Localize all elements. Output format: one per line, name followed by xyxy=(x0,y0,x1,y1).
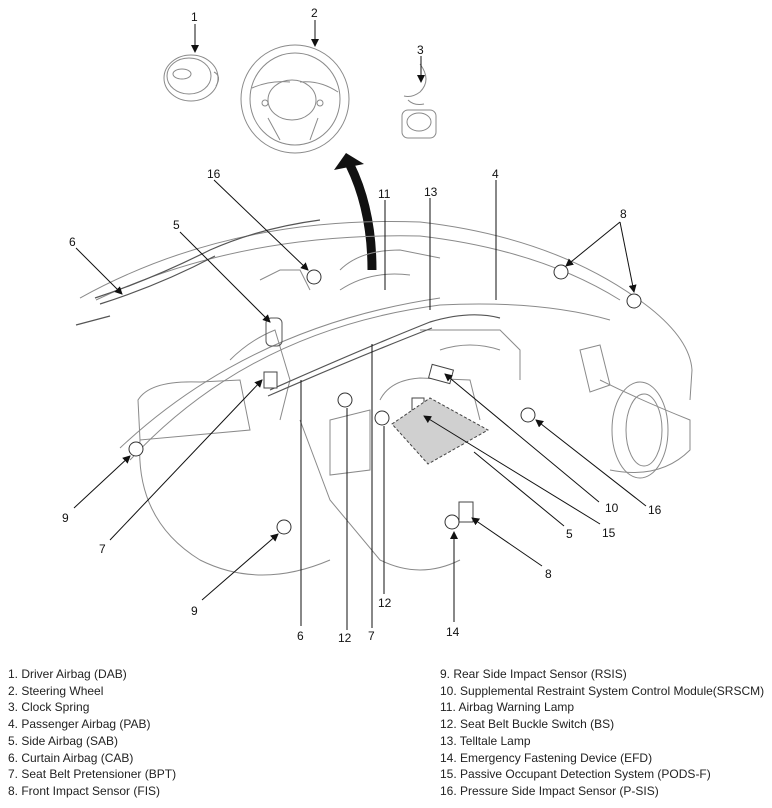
sensor-marker-12b xyxy=(374,410,390,426)
legend-item: 6. Curtain Airbag (CAB) xyxy=(8,750,134,765)
callout-12b: 12 xyxy=(378,596,392,610)
steering-wheel-arrowhead xyxy=(334,153,364,170)
callout-16a: 16 xyxy=(207,167,221,181)
callout-3: 3 xyxy=(417,43,424,57)
callout-16b: 16 xyxy=(648,503,662,517)
sensor-marker-9a xyxy=(128,441,144,457)
legend-item: 11. Airbag Warning Lamp xyxy=(440,700,575,715)
callout-11: 11 xyxy=(378,187,391,201)
curtain-airbag-drawing xyxy=(75,219,501,397)
sensor-marker-16 xyxy=(306,269,322,285)
legend-item: 14. Emergency Fastening Device (EFD) xyxy=(440,750,653,765)
legend-left: 1. Driver Airbag (DAB) 2. Steering Wheel… xyxy=(8,666,176,800)
legend-right: 9. Rear Side Impact Sensor (RSIS) 10. Su… xyxy=(440,666,764,800)
leader-lines xyxy=(73,20,647,630)
sensor-marker-9b xyxy=(276,519,292,535)
sensor-marker-8a xyxy=(553,264,569,280)
callout-12a: 12 xyxy=(338,631,352,645)
callout-4: 4 xyxy=(492,167,499,181)
impact-sensor-drawing xyxy=(458,501,474,523)
callout-7b: 7 xyxy=(368,629,375,643)
legend-item: 4. Passenger Airbag (PAB) xyxy=(8,717,151,732)
legend-item: 2. Steering Wheel xyxy=(8,683,104,698)
side-airbag-drawing xyxy=(265,317,283,347)
callout-8a: 8 xyxy=(620,207,627,221)
legend-item: 1. Driver Airbag (DAB) xyxy=(8,667,127,681)
legend-item: 15. Passive Occupant Detection System (P… xyxy=(440,767,711,782)
legend-item: 10. Supplemental Restraint System Contro… xyxy=(440,683,765,698)
callout-6b: 6 xyxy=(297,629,304,643)
callout-7a: 7 xyxy=(99,542,106,556)
legend-item: 3. Clock Spring xyxy=(8,700,90,715)
driver-airbag-drawing xyxy=(163,54,220,102)
legend-item: 7. Seat Belt Pretensioner (BPT) xyxy=(8,767,177,782)
sensor-markers xyxy=(128,264,642,535)
callout-13: 13 xyxy=(424,185,438,199)
callout-10: 10 xyxy=(605,501,619,515)
callout-8b: 8 xyxy=(545,567,552,581)
srs-component-diagram: 1 2 3 16 11 13 4 8 5 6 9 7 9 6 12 7 12 1… xyxy=(62,6,693,645)
sensor-marker-14 xyxy=(444,514,460,530)
callout-14: 14 xyxy=(446,625,460,639)
clock-spring-drawing xyxy=(401,63,437,139)
callout-9b: 9 xyxy=(191,604,198,618)
srscm-drawing xyxy=(427,363,455,385)
callout-5a: 5 xyxy=(173,218,180,232)
callout-5b: 5 xyxy=(566,527,573,541)
steering-wheel-drawing xyxy=(240,44,350,154)
sensor-marker-16b xyxy=(520,407,536,423)
pods-mat-drawing xyxy=(391,397,490,465)
callout-15: 15 xyxy=(602,526,616,540)
legend-item: 13. Telltale Lamp xyxy=(440,733,531,748)
legend-item: 16. Pressure Side Impact Sensor (P-SIS) xyxy=(440,783,659,798)
steering-wheel-arrow xyxy=(345,163,377,271)
callout-2: 2 xyxy=(311,6,318,20)
legend-item: 12. Seat Belt Buckle Switch (BS) xyxy=(440,717,615,732)
callout-9a: 9 xyxy=(62,511,69,525)
sensor-marker-12a xyxy=(337,392,353,408)
legend-item: 5. Side Airbag (SAB) xyxy=(8,733,119,748)
callout-6a: 6 xyxy=(69,235,76,249)
callout-1: 1 xyxy=(191,10,198,24)
legend-item: 9. Rear Side Impact Sensor (RSIS) xyxy=(440,667,627,681)
vehicle-outline-drawing xyxy=(79,221,693,576)
sensor-marker-8b xyxy=(626,293,642,309)
legend-item: 8. Front Impact Sensor (FIS) xyxy=(8,783,161,798)
